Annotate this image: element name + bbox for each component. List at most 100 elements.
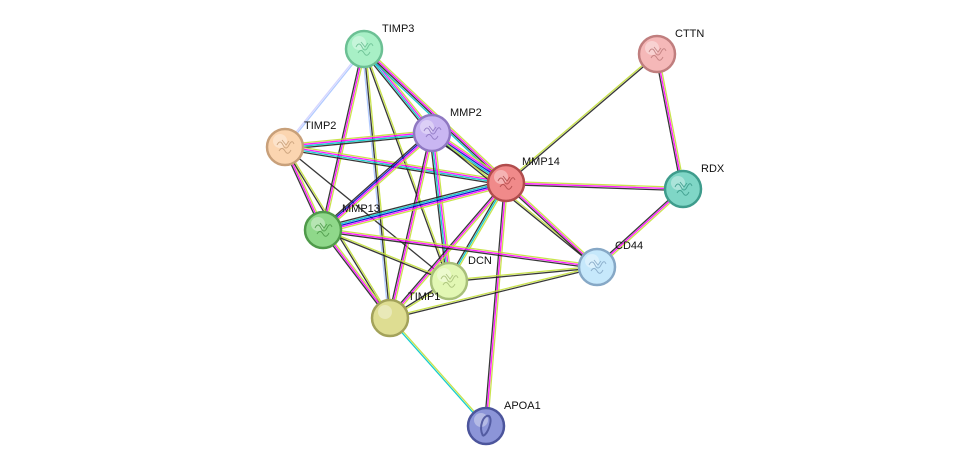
node-timp3[interactable]: TIMP3 [344, 23, 414, 69]
edge-timp2-mmp2 [284, 129, 433, 151]
edge-mmp2-timp1 [387, 132, 435, 319]
node-dcn[interactable]: DCN [429, 255, 492, 301]
node-circle[interactable] [344, 29, 384, 69]
node-circle[interactable] [412, 113, 452, 153]
node-highlight [273, 134, 287, 148]
node-highlight [585, 254, 599, 268]
edge-timp3-timp2 [283, 48, 366, 148]
edge-strand [283, 48, 364, 147]
edge-strand [431, 133, 597, 269]
node-circle[interactable] [429, 261, 469, 301]
edge-dcn-cd44 [448, 265, 598, 283]
edge-strand [505, 183, 683, 192]
node-highlight [494, 170, 508, 184]
edges-layer [282, 46, 686, 427]
node-label: APOA1 [504, 400, 541, 412]
edge-mmp13-cd44 [322, 227, 598, 270]
node-timp2[interactable]: TIMP2 [265, 120, 336, 167]
node-mmp13[interactable]: MMP13 [303, 203, 380, 250]
node-label: MMP2 [450, 107, 482, 119]
node-label: TIMP3 [382, 23, 414, 35]
node-label: RDX [701, 163, 725, 175]
edge-strand [506, 54, 658, 185]
edge-strand [485, 182, 507, 427]
protein-structure-icon [355, 41, 374, 56]
edge-strand [387, 132, 432, 318]
edge-strand [323, 185, 507, 234]
edge-strand [284, 146, 450, 282]
protein-structure-icon [314, 222, 333, 237]
protein-structure-icon [497, 175, 516, 190]
edge-strand [388, 181, 506, 318]
protein-structure-icon [674, 181, 693, 196]
edge-strand [506, 181, 599, 267]
node-cd44[interactable]: CD44 [577, 240, 643, 287]
edge-strand [390, 317, 488, 426]
edge-strand [432, 132, 451, 281]
edge-strand [322, 230, 597, 270]
edge-mmp14-apoa1 [483, 182, 509, 427]
node-mmp14[interactable]: MMP14 [486, 156, 560, 203]
edge-strand [322, 182, 507, 231]
edge-strand [285, 134, 433, 151]
edge-strand [449, 267, 598, 283]
edge-cttn-rdx [654, 53, 686, 190]
node-label: CTTN [675, 28, 704, 40]
edge-strand [322, 180, 506, 230]
protein-structure-icon [440, 273, 459, 288]
node-mmp2[interactable]: MMP2 [412, 107, 482, 153]
node-rdx[interactable]: RDX [663, 163, 725, 209]
edge-strand [322, 179, 506, 228]
node-apoa1[interactable]: APOA1 [466, 400, 541, 446]
edge-strand [322, 131, 432, 230]
node-timp1[interactable]: TIMP1 [370, 291, 440, 338]
edge-strand [448, 265, 597, 281]
edge-strand [654, 54, 683, 190]
edge-strand [322, 229, 598, 268]
edge-strand [597, 189, 685, 269]
edge-strand [390, 267, 598, 320]
edge-strand [284, 131, 432, 147]
protein-structure-icon [648, 46, 667, 61]
node-circle[interactable] [486, 163, 526, 203]
node-circle[interactable] [466, 406, 506, 446]
edge-strand [323, 133, 433, 232]
protein-structure-icon [480, 414, 492, 437]
edge-strand [365, 46, 509, 182]
node-highlight [437, 268, 451, 282]
edge-timp1-apoa1 [388, 317, 488, 427]
edge-strand [323, 227, 598, 267]
node-label: TIMP1 [408, 291, 440, 303]
edge-strand [322, 230, 449, 283]
edge-mmp14-cd44 [504, 181, 599, 269]
node-label: CD44 [615, 240, 643, 252]
node-circle[interactable] [637, 34, 677, 74]
protein-structure-icon [276, 139, 295, 154]
edge-strand [656, 53, 684, 190]
node-circle[interactable] [265, 127, 305, 167]
edge-strand [483, 182, 506, 426]
node-highlight [420, 120, 434, 134]
edge-strand [428, 133, 448, 282]
edge-timp1-cd44 [389, 265, 598, 320]
node-label: DCN [468, 255, 492, 267]
node-highlight [645, 41, 659, 55]
edge-strand [320, 130, 431, 229]
edge-rdx-cd44 [595, 187, 685, 269]
edge-mmp13-dcn [322, 228, 450, 283]
edge-strand [284, 147, 506, 185]
node-circle[interactable] [663, 169, 703, 209]
edge-strand [596, 188, 684, 268]
edge-strand [323, 228, 450, 281]
node-highlight [671, 176, 685, 190]
node-cttn[interactable]: CTTN [637, 28, 704, 74]
node-label: MMP13 [342, 203, 380, 215]
node-circle[interactable] [577, 247, 617, 287]
node-circle[interactable] [303, 210, 343, 250]
protein-structure-icon [423, 125, 442, 140]
edge-strand [285, 49, 366, 148]
node-circle[interactable] [370, 298, 410, 338]
edge-strand [389, 265, 597, 318]
edge-mmp2-mmp13 [320, 130, 435, 233]
